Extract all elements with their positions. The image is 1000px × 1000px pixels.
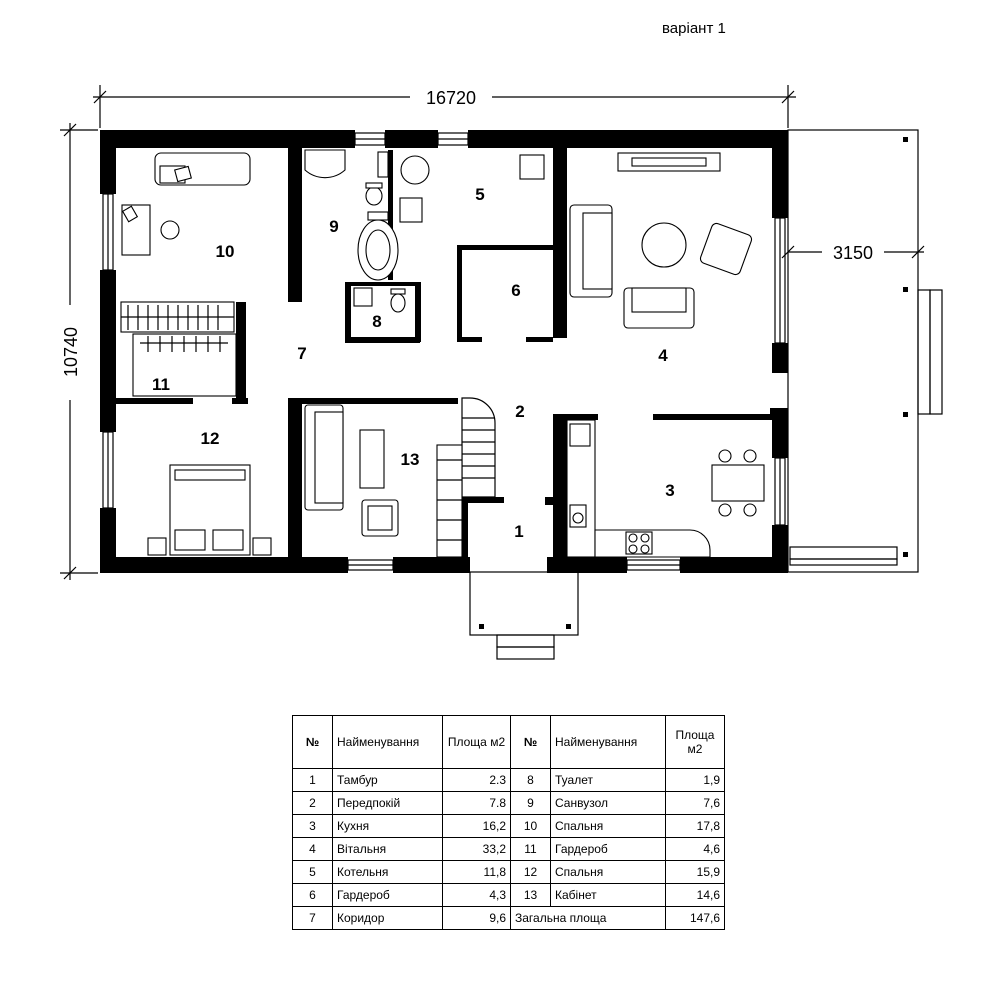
total-area-value: 147,6 xyxy=(665,906,725,930)
cell-area: 7,6 xyxy=(665,791,725,815)
dimension-terrace: 3150 xyxy=(781,243,925,263)
cell-area: 9,6 xyxy=(442,906,511,930)
staircase xyxy=(461,397,496,498)
header-num-2: № xyxy=(510,715,551,769)
cell-area: 15,9 xyxy=(665,860,725,884)
cell-num: 10 xyxy=(510,814,551,838)
header-num-1: № xyxy=(292,715,333,769)
room-number-13: 13 xyxy=(401,450,420,469)
cell-name: Санвузол xyxy=(550,791,666,815)
header-name-2: Найменування xyxy=(550,715,666,769)
cell-name: Гардероб xyxy=(550,837,666,861)
room-number-4: 4 xyxy=(658,346,668,365)
floor-plan-drawing: 16720 10740 3150 1 2 3 4 5 6 7 8 xyxy=(60,85,943,660)
cell-area: 4,3 xyxy=(442,883,511,907)
cell-name: Спальня xyxy=(550,814,666,838)
furniture-office-13 xyxy=(304,404,463,558)
cell-name: Вітальня xyxy=(332,837,443,861)
cell-area: 14,6 xyxy=(665,883,725,907)
room-number-3: 3 xyxy=(665,481,674,500)
room-number-5: 5 xyxy=(475,185,484,204)
cell-area: 16,2 xyxy=(442,814,511,838)
entrance-porch xyxy=(469,571,579,660)
dimension-height-label: 10740 xyxy=(61,327,81,377)
cell-num: 8 xyxy=(510,768,551,792)
variant-label: варіант 1 xyxy=(662,20,726,37)
furniture-bedroom-12 xyxy=(147,464,272,556)
cell-area: 1,9 xyxy=(665,768,725,792)
cell-num: 2 xyxy=(292,791,333,815)
table-row: 3 Кухня 16,2 10 Спальня 17,8 xyxy=(292,814,725,838)
terrace xyxy=(787,129,943,573)
header-area-1: Площа м2 xyxy=(442,715,511,769)
cell-num: 4 xyxy=(292,837,333,861)
room-number-10: 10 xyxy=(216,242,235,261)
table-row: 6 Гардероб 4,3 13 Кабінет 14,6 xyxy=(292,883,725,907)
room-number-9: 9 xyxy=(329,217,338,236)
cell-num: 7 xyxy=(292,906,333,930)
cell-area: 7.8 xyxy=(442,791,511,815)
furniture-boiler-room-5 xyxy=(399,154,545,223)
furniture-toilet-8 xyxy=(353,287,406,313)
cell-name: Гардероб xyxy=(332,883,443,907)
cell-name: Коридор xyxy=(332,906,443,930)
room-number-12: 12 xyxy=(201,429,220,448)
cell-name: Кухня xyxy=(332,814,443,838)
room-number-1: 1 xyxy=(514,522,523,541)
total-area-label: Загальна площа xyxy=(510,906,666,930)
cell-num: 9 xyxy=(510,791,551,815)
dimension-width: 16720 xyxy=(93,85,796,128)
interior-walls xyxy=(113,148,776,573)
cell-num: 5 xyxy=(292,860,333,884)
table-row: 1 Тамбур 2.3 8 Туалет 1,9 xyxy=(292,768,725,792)
terrace-steps xyxy=(917,289,943,415)
room-number-2: 2 xyxy=(515,402,524,421)
room-numbers: 1 2 3 4 5 6 7 8 9 10 11 12 13 xyxy=(152,185,675,541)
room-schedule-table: № Найменування Площа м2 № Найменування П… xyxy=(292,715,725,930)
cell-name: Кабінет xyxy=(550,883,666,907)
furniture-kitchen-3 xyxy=(566,419,765,558)
dimension-height: 10740 xyxy=(60,123,98,580)
header-name-1: Найменування xyxy=(332,715,443,769)
cell-area: 33,2 xyxy=(442,837,511,861)
cell-name: Туалет xyxy=(550,768,666,792)
room-number-8: 8 xyxy=(372,312,381,331)
furniture-bedroom-10 xyxy=(120,152,251,333)
furniture-wardrobe-11 xyxy=(132,333,237,397)
cell-num: 6 xyxy=(292,883,333,907)
table-header-row: № Найменування Площа м2 № Найменування П… xyxy=(292,715,725,769)
windows xyxy=(102,132,786,571)
furniture-living-room-4 xyxy=(569,152,753,329)
header-area-2: Площа м2 xyxy=(665,715,725,769)
cell-num: 12 xyxy=(510,860,551,884)
table-row: 4 Вітальня 33,2 11 Гардероб 4,6 xyxy=(292,837,725,861)
cell-name: Спальня xyxy=(550,860,666,884)
cell-area: 11,8 xyxy=(442,860,511,884)
cell-num: 11 xyxy=(510,837,551,861)
cell-area: 4,6 xyxy=(665,837,725,861)
cell-name: Котельня xyxy=(332,860,443,884)
dimension-terrace-label: 3150 xyxy=(833,243,873,263)
dimension-width-label: 16720 xyxy=(426,88,476,108)
room-number-6: 6 xyxy=(511,281,520,300)
cell-num: 13 xyxy=(510,883,551,907)
cell-area: 17,8 xyxy=(665,814,725,838)
table-row: 5 Котельня 11,8 12 Спальня 15,9 xyxy=(292,860,725,884)
table-row: 2 Передпокій 7.8 9 Санвузол 7,6 xyxy=(292,791,725,815)
cell-num: 1 xyxy=(292,768,333,792)
room-number-11: 11 xyxy=(152,375,170,394)
cell-area: 2.3 xyxy=(442,768,511,792)
exterior-walls xyxy=(100,130,788,573)
cell-name: Передпокій xyxy=(332,791,443,815)
table-row-total: 7 Коридор 9,6 Загальна площа 147,6 xyxy=(292,906,725,930)
room-number-7: 7 xyxy=(297,344,306,363)
cell-name: Тамбур xyxy=(332,768,443,792)
cell-num: 3 xyxy=(292,814,333,838)
furniture-bathroom-9 xyxy=(304,149,399,281)
